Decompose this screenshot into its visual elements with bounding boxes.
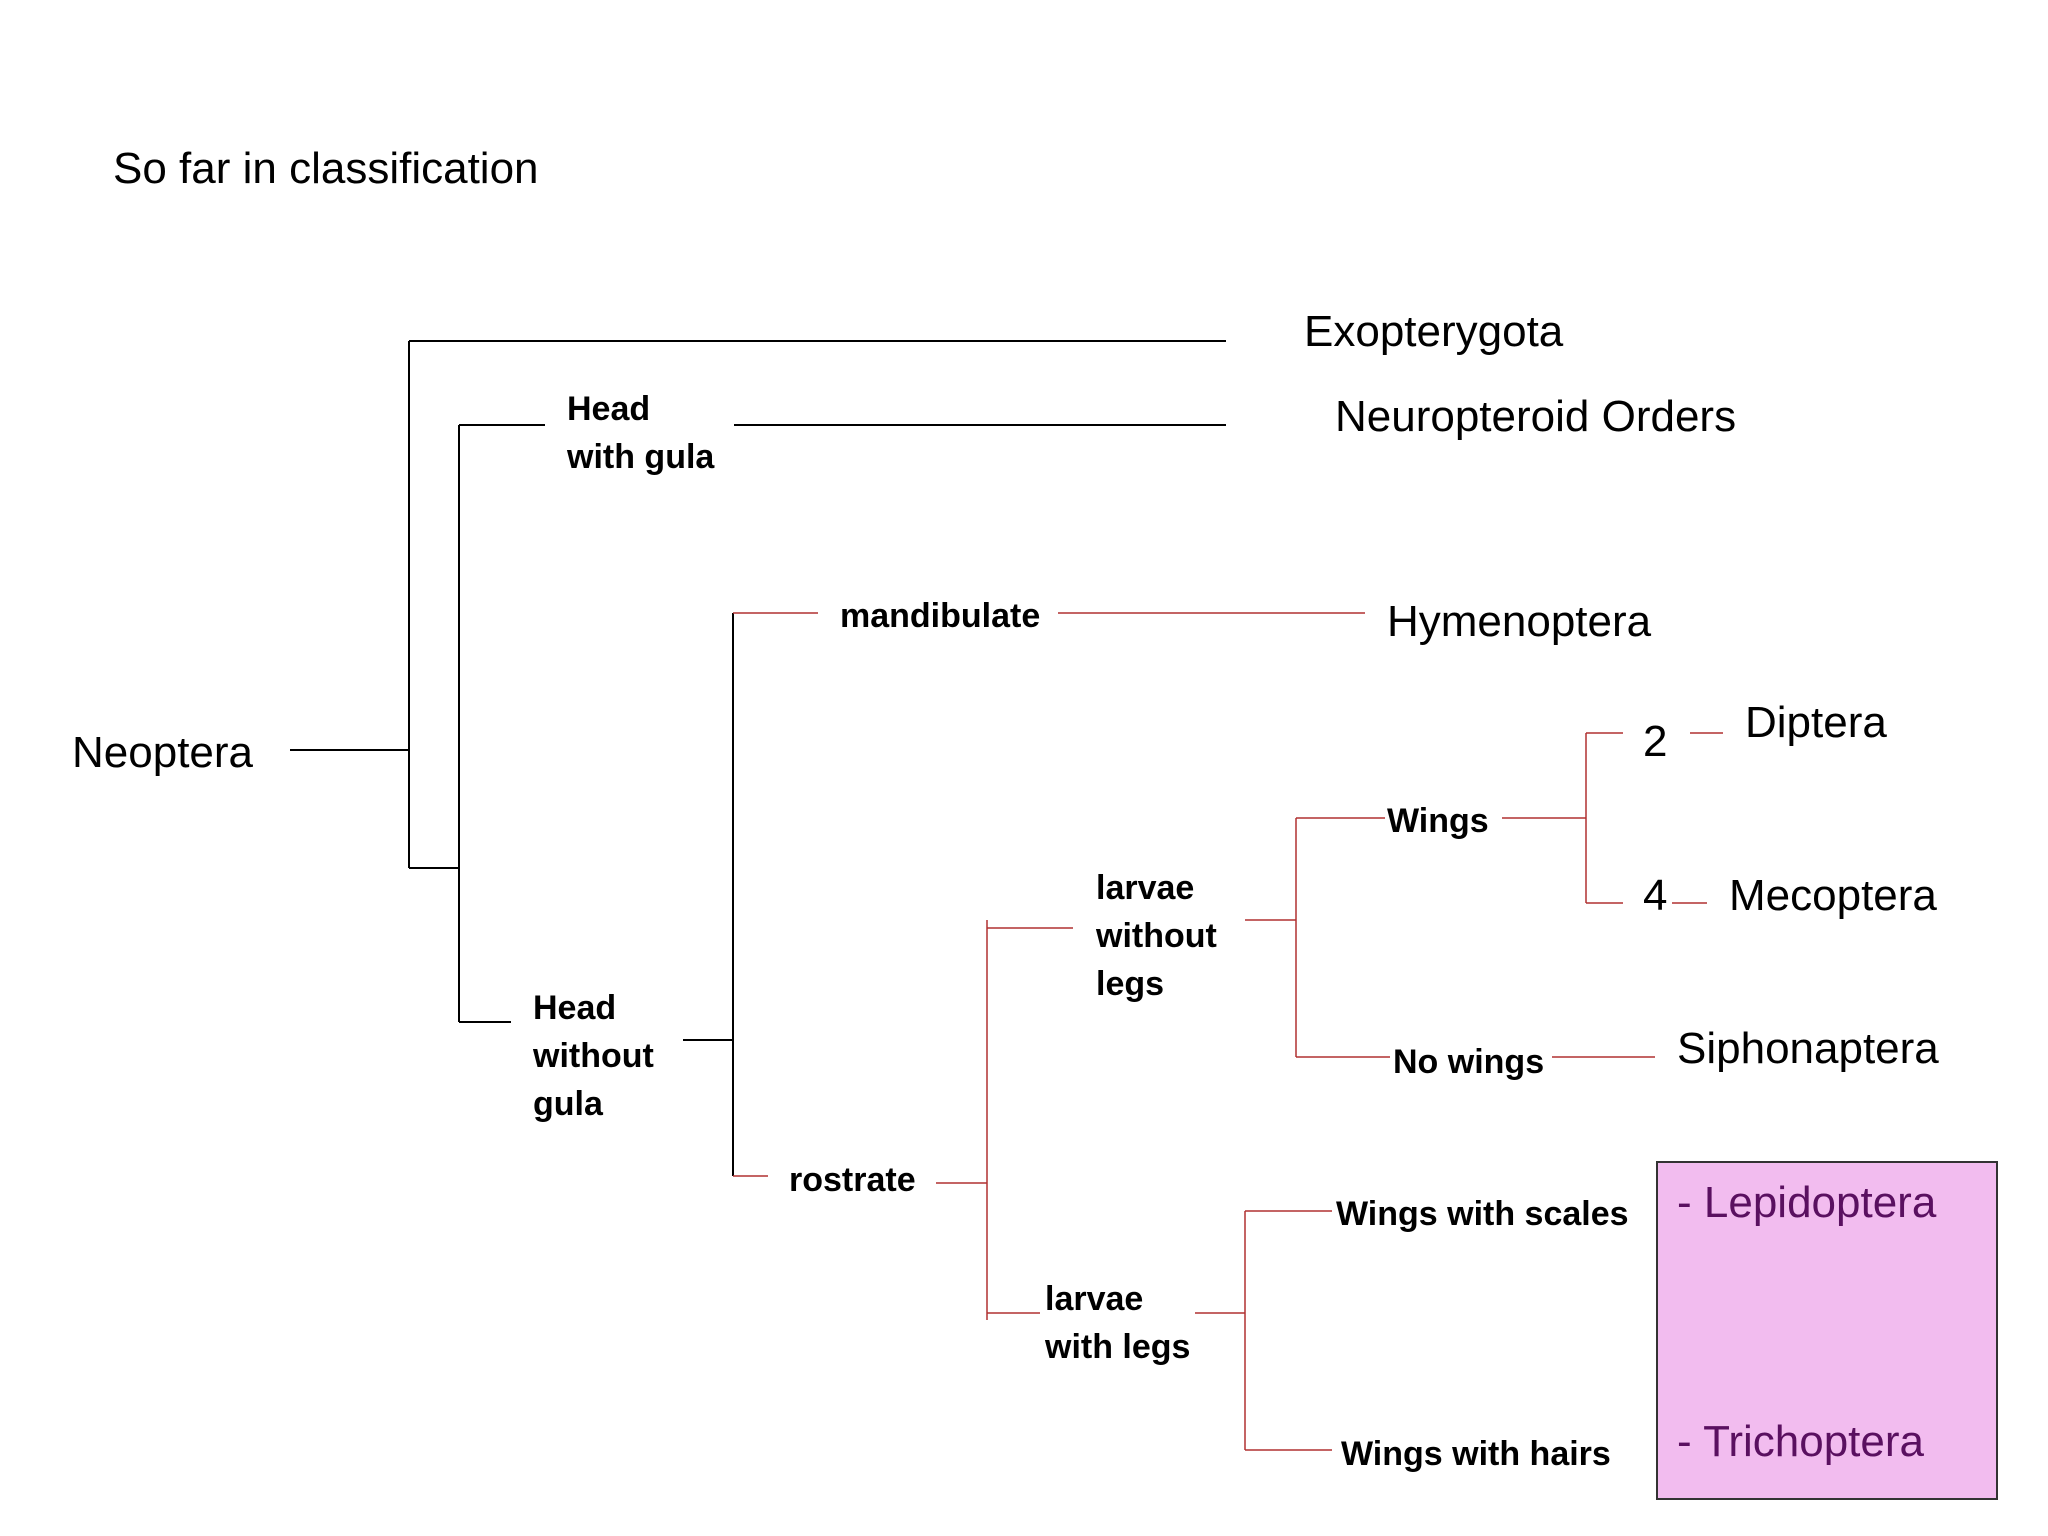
node-rostrate: rostrate xyxy=(789,1161,916,1199)
taxon-diptera: Diptera xyxy=(1745,698,1887,747)
node-wings: Wings xyxy=(1387,802,1489,840)
root-taxon-neoptera: Neoptera xyxy=(72,728,254,777)
node-no-wings: No wings xyxy=(1393,1043,1545,1081)
taxon-hymenoptera: Hymenoptera xyxy=(1387,597,1652,646)
node-mandibulate: mandibulate xyxy=(840,597,1041,635)
node-head-with-gula: Head with gula xyxy=(567,390,715,476)
node-wings-with-hairs: Wings with hairs xyxy=(1341,1435,1611,1473)
highlight-box xyxy=(1656,1161,1998,1500)
taxon-lepidoptera: - Lepidoptera xyxy=(1677,1178,1937,1227)
wing-count-two: 2 xyxy=(1643,717,1668,766)
taxon-siphonaptera: Siphonaptera xyxy=(1677,1024,1939,1073)
taxon-exopterygota: Exopterygota xyxy=(1304,307,1564,356)
node-larvae-with-legs: larvae with legs xyxy=(1045,1280,1191,1366)
node-larvae-without-legs: larvae without legs xyxy=(1096,869,1217,1003)
taxon-mecoptera: Mecoptera xyxy=(1729,871,1937,920)
taxon-trichoptera: - Trichoptera xyxy=(1677,1417,1924,1466)
node-head-without-gula: Head without gula xyxy=(533,989,654,1123)
wing-count-four: 4 xyxy=(1643,871,1668,920)
node-wings-with-scales: Wings with scales xyxy=(1336,1195,1629,1233)
red-connectors xyxy=(733,612,1723,1451)
taxon-neuropteroid-orders: Neuropteroid Orders xyxy=(1335,392,1737,441)
black-connectors xyxy=(290,340,1226,1176)
page-title: So far in classification xyxy=(113,144,539,193)
